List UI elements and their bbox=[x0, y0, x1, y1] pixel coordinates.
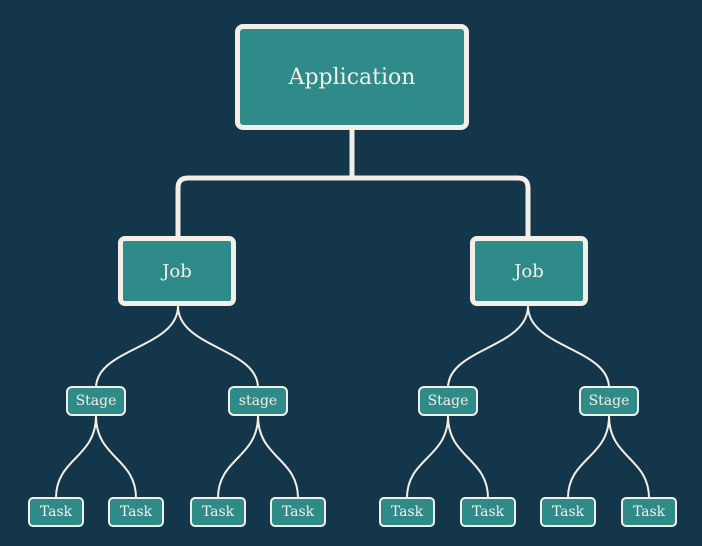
task-label: Task bbox=[390, 504, 424, 520]
task-node-6[interactable]: Task bbox=[460, 497, 516, 527]
job-node-right[interactable]: Job bbox=[470, 236, 588, 306]
task-label: Task bbox=[471, 504, 505, 520]
stage-label: Stage bbox=[75, 393, 117, 409]
application-label: Application bbox=[288, 64, 416, 90]
connector-job1-stage2 bbox=[177, 305, 259, 389]
task-node-2[interactable]: Task bbox=[108, 497, 164, 527]
task-label: Task bbox=[551, 504, 585, 520]
job-label: Job bbox=[514, 260, 544, 282]
connector-job2-stage2 bbox=[527, 305, 610, 389]
connector-stage1-tasks bbox=[55, 415, 137, 499]
task-node-4[interactable]: Task bbox=[270, 497, 326, 527]
stage-label: Stage bbox=[427, 393, 469, 409]
task-node-1[interactable]: Task bbox=[28, 497, 84, 527]
stage-node-4[interactable]: Stage bbox=[579, 386, 639, 416]
task-node-7[interactable]: Task bbox=[540, 497, 596, 527]
connector-stage2-tasks bbox=[217, 415, 299, 499]
connector-application-jobs bbox=[175, 130, 531, 238]
job-node-left[interactable]: Job bbox=[118, 236, 236, 306]
task-node-8[interactable]: Task bbox=[621, 497, 677, 527]
stage-node-3[interactable]: Stage bbox=[418, 386, 478, 416]
task-label: Task bbox=[632, 504, 666, 520]
task-label: Task bbox=[281, 504, 315, 520]
application-node[interactable]: Application bbox=[235, 24, 469, 130]
stage-node-2[interactable]: stage bbox=[228, 386, 288, 416]
task-node-5[interactable]: Task bbox=[379, 497, 435, 527]
task-node-3[interactable]: Task bbox=[190, 497, 246, 527]
connector-job1-stage1 bbox=[95, 305, 179, 389]
connector-job2-stage1 bbox=[447, 305, 529, 389]
job-label: Job bbox=[162, 260, 192, 282]
stage-label: stage bbox=[238, 393, 278, 409]
stage-label: Stage bbox=[588, 393, 630, 409]
connector-stage4-tasks bbox=[567, 415, 650, 499]
task-label: Task bbox=[201, 504, 235, 520]
connector-stage3-tasks bbox=[406, 415, 489, 499]
task-label: Task bbox=[119, 504, 153, 520]
task-label: Task bbox=[39, 504, 73, 520]
stage-node-1[interactable]: Stage bbox=[66, 386, 126, 416]
